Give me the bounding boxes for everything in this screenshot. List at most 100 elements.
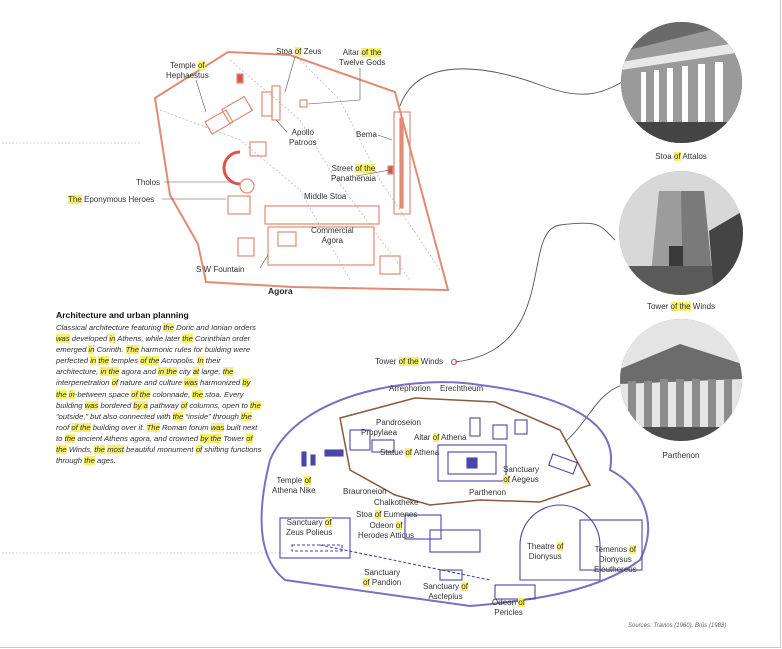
highlighted-word: most [107, 445, 124, 455]
body-text-segment: their architecture, [56, 356, 221, 377]
body-text-segment: agora and [119, 367, 159, 377]
body-text-segment: Doric and Ionian orders [173, 323, 256, 332]
highlighted-word: the [64, 433, 76, 443]
parthenon-illustration [620, 319, 742, 441]
highlighted-word: by a [133, 400, 148, 410]
body-text-segment: stoa. Every building [56, 389, 244, 410]
body-text-segment: roof [56, 422, 72, 432]
body-text-segment: city [176, 367, 193, 377]
highlighted-word: the [192, 389, 204, 399]
body-text-segment: Tower [221, 433, 247, 443]
highlighted-word: In [197, 356, 204, 366]
body-text-segment: nature and culture [117, 378, 185, 388]
label-bema: Bema [356, 130, 377, 139]
highlighted-word: the [172, 411, 184, 421]
acropolis-boundary [260, 381, 650, 608]
body-text-segment: shifting functions through [56, 445, 262, 466]
label-apollo-patroos: Apollo Patroos [289, 128, 317, 147]
body-text-segment: developed [69, 334, 110, 344]
body-text-segment: building over it. [90, 422, 147, 432]
label-commercial-agora: Commercial Agora [311, 226, 354, 245]
body-text-segment: “outside,” but also connected with [56, 411, 173, 421]
body-text-segment: Roman forum [159, 422, 211, 432]
label-pandroseion: Pandroseion [376, 418, 421, 427]
caption-tower-of-the-winds: Tower of the Winds [646, 302, 716, 311]
label-eponymous-heroes: The Eponymous Heroes [68, 195, 155, 204]
photo-parthenon [620, 319, 742, 441]
highlighted-word: of the [71, 422, 91, 432]
agora-title: Agora [268, 286, 293, 296]
highlighted-word: the [84, 456, 95, 466]
body-text-segment: ages. [94, 456, 116, 466]
body-text-segment: pathway [147, 400, 181, 410]
highlighted-word: The [125, 345, 139, 355]
body-text-segment: beautiful monument [123, 445, 196, 455]
highlighted-word: in the [158, 367, 177, 377]
highlighted-word: the [98, 356, 110, 366]
label-sw-fountain: S W Fountain [196, 265, 245, 274]
label-chalkotheke: Chalkotheke [374, 498, 419, 507]
body-text-segment: Corinthian order emerged [56, 334, 251, 355]
highlighted-word: of [180, 400, 188, 410]
highlighted-word: of the [140, 356, 160, 366]
label-erechtheum: Erechtheum [440, 384, 484, 393]
label-stoa-of-eumenes: Stoa of Eumenes [356, 510, 418, 519]
connector-parthenon [564, 384, 623, 443]
acropolis-map [260, 358, 650, 608]
highlighted-word: in [90, 356, 97, 366]
agora-boundary [153, 50, 450, 292]
body-text-segment: -between space [74, 389, 132, 399]
highlighted-word: at [192, 367, 200, 377]
acropolis-rock [339, 397, 592, 506]
section-body-text: Classical architecture featuring the Dor… [56, 322, 262, 466]
highlighted-word: of [111, 378, 118, 388]
body-text-segment: built next to [56, 422, 258, 443]
body-text-segment: ancient Athens agora, and crowned [75, 433, 201, 443]
body-text-segment: interpenetration [56, 378, 112, 388]
body-text-segment: columns, open to [187, 400, 251, 410]
highlighted-word: was [56, 334, 70, 344]
highlighted-word: of the [131, 389, 151, 399]
body-text-segment: Athens, while later [115, 334, 183, 344]
highlighted-word: the [182, 334, 193, 344]
body-text-segment: harmonic rules for building were perfect… [56, 345, 251, 366]
agora-map [153, 50, 450, 292]
body-text-segment: “inside” through [183, 411, 242, 421]
connector-stoa-attalos [399, 68, 623, 107]
sources-note: Sources: Travlos (1960), Brüs (1988) [628, 623, 727, 629]
highlighted-word: the [222, 367, 234, 377]
highlighted-word: was [84, 400, 99, 410]
label-altar-of-athena: Altar of Athena [414, 433, 467, 442]
body-text-segment: Acropolis. [159, 356, 198, 366]
body-text-segment: temples [109, 356, 141, 366]
label-tower-of-the-winds: Tower of the Winds [375, 357, 444, 366]
label-tholos: Tholos [136, 178, 161, 187]
body-text-segment: large, [199, 367, 223, 377]
highlighted-word: in [109, 334, 116, 344]
photo-stoa-of-attalos [621, 22, 742, 143]
stoa-of-attalos-illustration [621, 22, 742, 143]
highlighted-word: the [94, 445, 106, 455]
highlighted-word: was [184, 378, 198, 388]
highlighted-word: The [146, 422, 160, 432]
label-brauroneion: Brauroneion [343, 487, 387, 496]
label-propylaea: Propylaea [361, 428, 398, 437]
body-text-segment: Classical architecture featuring [56, 323, 164, 332]
highlighted-word: was [210, 422, 225, 432]
body-text-segment: colonnade, [150, 389, 193, 399]
body-text-segment: Corinth. [94, 345, 126, 355]
label-stoa-of-zeus: Stoa of Zeus [276, 47, 322, 56]
connector-tower-winds [454, 222, 616, 363]
